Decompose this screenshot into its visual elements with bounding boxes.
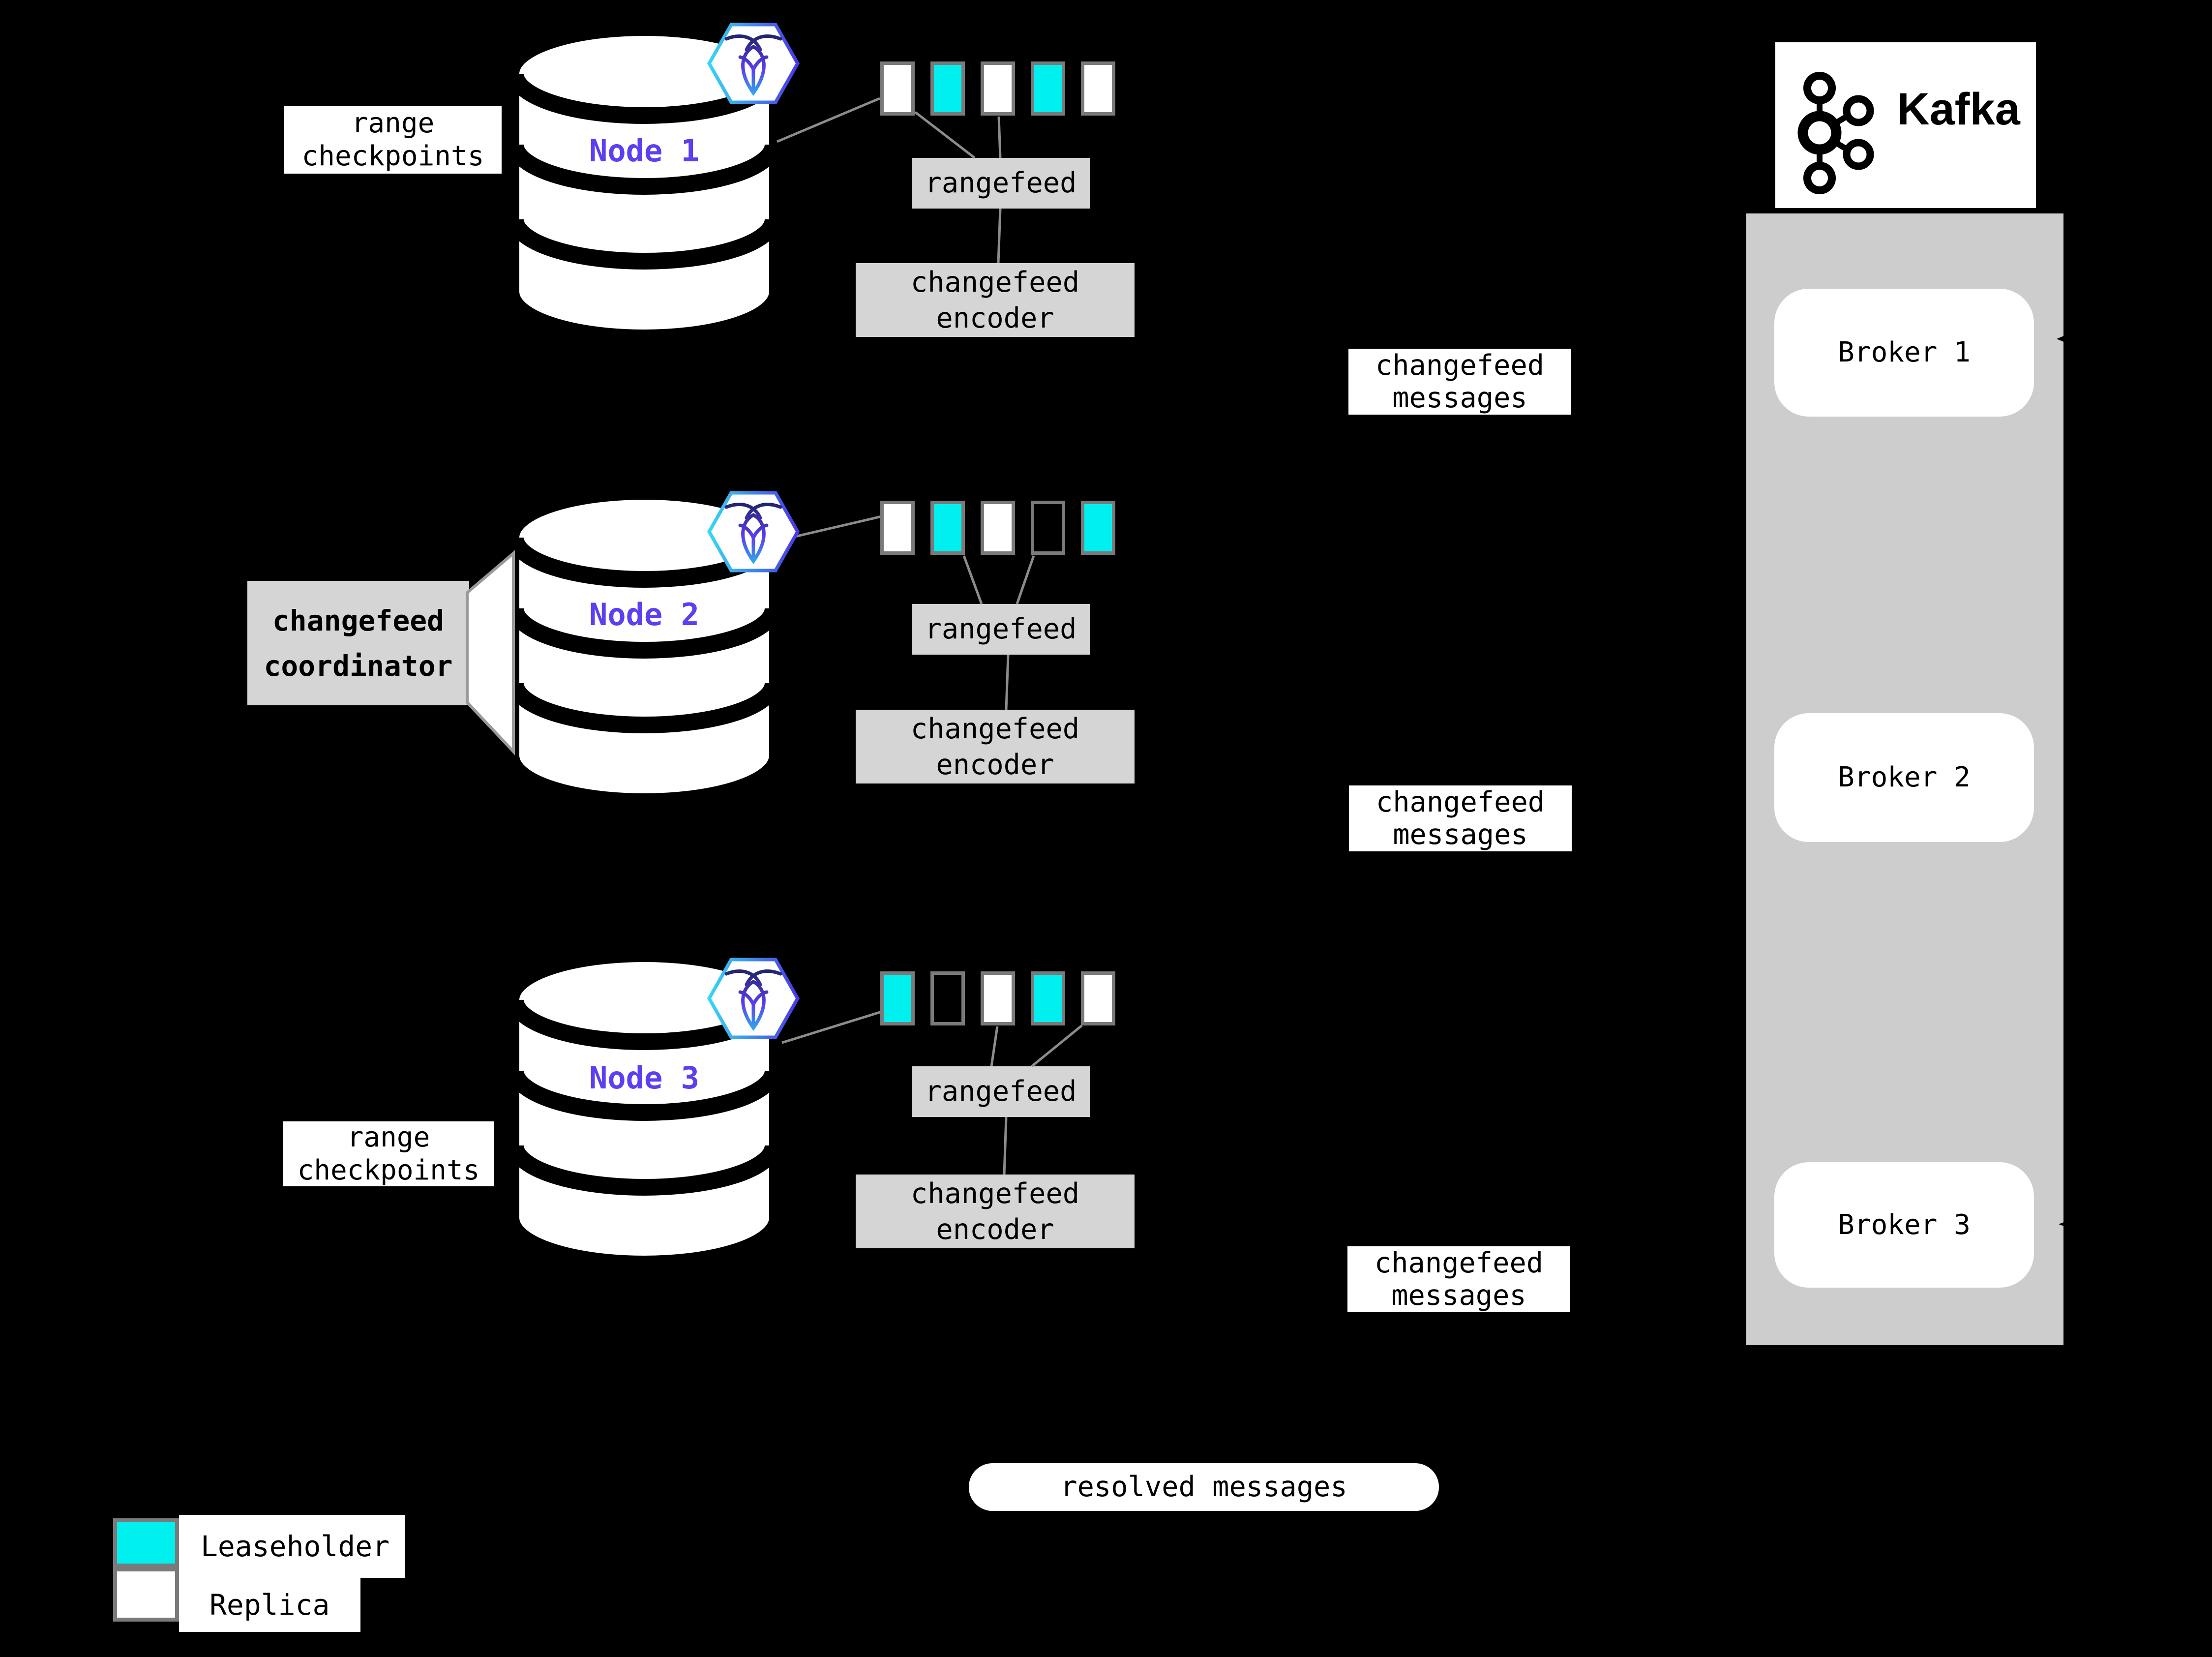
cockroachdb-icon-node3 bbox=[709, 960, 798, 1037]
node2-range-2 bbox=[930, 501, 965, 555]
node-1-label: Node 1 bbox=[589, 133, 699, 169]
node-3-label: Node 3 bbox=[589, 1060, 699, 1096]
legend-leaseholder-swatch bbox=[113, 1518, 179, 1567]
encoder-line1: changefeed bbox=[910, 266, 1080, 299]
changefeed-encoder-box-node2: changefeed encoder bbox=[856, 710, 1135, 783]
changefeed-messages-label-1: changefeed messages bbox=[1348, 349, 1571, 415]
node1-range-2 bbox=[930, 61, 965, 116]
node1-range-3 bbox=[981, 61, 1015, 116]
coordinator-line2: coordinator bbox=[264, 649, 453, 683]
changefeed-messages-label-3: changefeed messages bbox=[1347, 1246, 1570, 1312]
encoder-line2: encoder bbox=[936, 749, 1054, 781]
messages-line1: changefeed bbox=[1375, 349, 1545, 382]
legend-replica-swatch bbox=[113, 1567, 179, 1622]
node3-range-2 bbox=[930, 971, 965, 1025]
messages-line2: messages bbox=[1391, 1279, 1526, 1312]
node2-range-4 bbox=[1031, 501, 1065, 555]
node-2-label: Node 2 bbox=[589, 597, 699, 633]
range-checkpoints-line2: checkpoints bbox=[301, 140, 484, 172]
range-checkpoints-label-top: range checkpoints bbox=[284, 106, 502, 174]
range-checkpoints-line1: range bbox=[347, 1121, 430, 1153]
kafka-broker-2: Broker 2 bbox=[1774, 713, 2034, 842]
range-checkpoints-label-bottom: range checkpoints bbox=[283, 1121, 494, 1186]
rangefeed-box-node2: rangefeed bbox=[912, 604, 1090, 655]
rangefeed-box-node1: rangefeed bbox=[912, 158, 1090, 209]
kafka-logo-box: Kafka bbox=[1775, 42, 2036, 208]
rangefeed-box-node3: rangefeed bbox=[912, 1066, 1090, 1117]
range-checkpoints-line2: checkpoints bbox=[297, 1154, 480, 1186]
node1-range-5 bbox=[1081, 61, 1115, 116]
kafka-wordmark: Kafka bbox=[1897, 84, 2020, 134]
node-3-cylinder bbox=[515, 958, 773, 1260]
changefeed-encoder-box-node1: changefeed encoder bbox=[856, 263, 1135, 337]
node3-range-4 bbox=[1031, 971, 1065, 1025]
kafka-broker-1: Broker 1 bbox=[1774, 289, 2034, 417]
encoder-line1: changefeed bbox=[910, 1177, 1080, 1210]
legend-leaseholder-label: Leaseholder bbox=[179, 1515, 405, 1578]
resolved-messages-pill: resolved messages bbox=[969, 1463, 1439, 1511]
cockroachdb-icon-node2 bbox=[709, 493, 798, 571]
encoder-line1: changefeed bbox=[910, 713, 1080, 745]
node3-range-5 bbox=[1081, 971, 1115, 1025]
node3-range-1 bbox=[880, 971, 915, 1025]
node-1-cylinder bbox=[515, 32, 773, 333]
node2-range-1 bbox=[880, 501, 915, 555]
messages-line1: changefeed bbox=[1374, 1247, 1544, 1279]
node1-range-1 bbox=[880, 61, 915, 116]
changefeed-coordinator-label: changefeed coordinator bbox=[247, 581, 469, 705]
range-checkpoints-line1: range bbox=[351, 107, 435, 139]
encoder-line2: encoder bbox=[936, 1213, 1054, 1246]
messages-line2: messages bbox=[1392, 382, 1527, 414]
node1-range-4 bbox=[1031, 61, 1065, 116]
coordinator-callout-pointer bbox=[466, 550, 515, 755]
cockroachdb-icon-node1 bbox=[709, 25, 798, 102]
messages-line1: changefeed bbox=[1375, 786, 1545, 818]
changefeed-encoder-box-node3: changefeed encoder bbox=[856, 1175, 1135, 1248]
coordinator-line1: changefeed bbox=[272, 603, 445, 637]
node-2-cylinder bbox=[515, 496, 773, 797]
node2-range-3 bbox=[981, 501, 1015, 555]
encoder-line2: encoder bbox=[936, 302, 1054, 334]
legend-replica-label: Replica bbox=[179, 1578, 360, 1632]
kafka-broker-3: Broker 3 bbox=[1774, 1162, 2034, 1288]
kafka-cluster-container: Broker 1 Broker 2 Broker 3 bbox=[1746, 213, 2063, 1345]
changefeed-messages-label-2: changefeed messages bbox=[1349, 785, 1572, 851]
messages-line2: messages bbox=[1393, 818, 1528, 851]
node2-range-5 bbox=[1081, 501, 1115, 555]
node3-range-3 bbox=[981, 971, 1015, 1025]
